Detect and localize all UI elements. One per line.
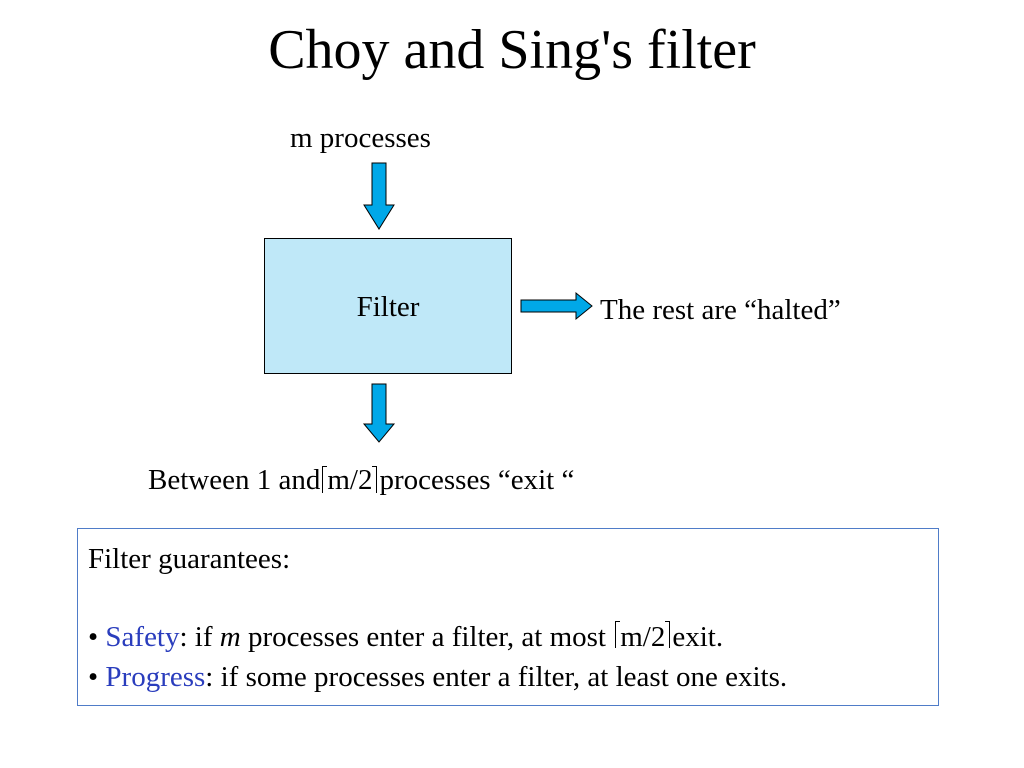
safety-text: : if [179, 621, 220, 653]
safety-text: processes enter a filter, at most [240, 621, 614, 653]
exit-label-suffix: processes “exit “ [379, 464, 575, 496]
ceiling-expression: m/2 [613, 617, 672, 657]
filter-label: Filter [356, 291, 420, 323]
safety-variable: m [219, 621, 241, 653]
safety-item: • Safety: if m processes enter a filter,… [88, 617, 928, 657]
input-arrow [363, 162, 395, 230]
guarantees-panel: Filter guarantees: • Safety: if m proces… [77, 528, 939, 706]
progress-term: Progress [105, 661, 206, 693]
page-title: Choy and Sing's filter [268, 19, 756, 81]
exit-arrow [362, 383, 396, 443]
progress-text: : if some processes enter a filter, at l… [205, 661, 788, 693]
safety-term: Safety [105, 621, 180, 653]
input-label: m processes [290, 122, 431, 154]
safety-text: exit. [672, 621, 724, 653]
bullet: • [88, 621, 106, 653]
halted-label: The rest are “halted” [600, 294, 841, 326]
guarantees-heading: Filter guarantees: [88, 543, 291, 575]
halted-arrow [520, 291, 593, 321]
bullet: • [88, 661, 106, 693]
ceiling-expression: m/2 [320, 462, 379, 498]
exit-label-prefix: Between 1 and [148, 464, 321, 496]
progress-item: • Progress: if some processes enter a fi… [88, 657, 928, 697]
filter-box: Filter [264, 238, 512, 374]
